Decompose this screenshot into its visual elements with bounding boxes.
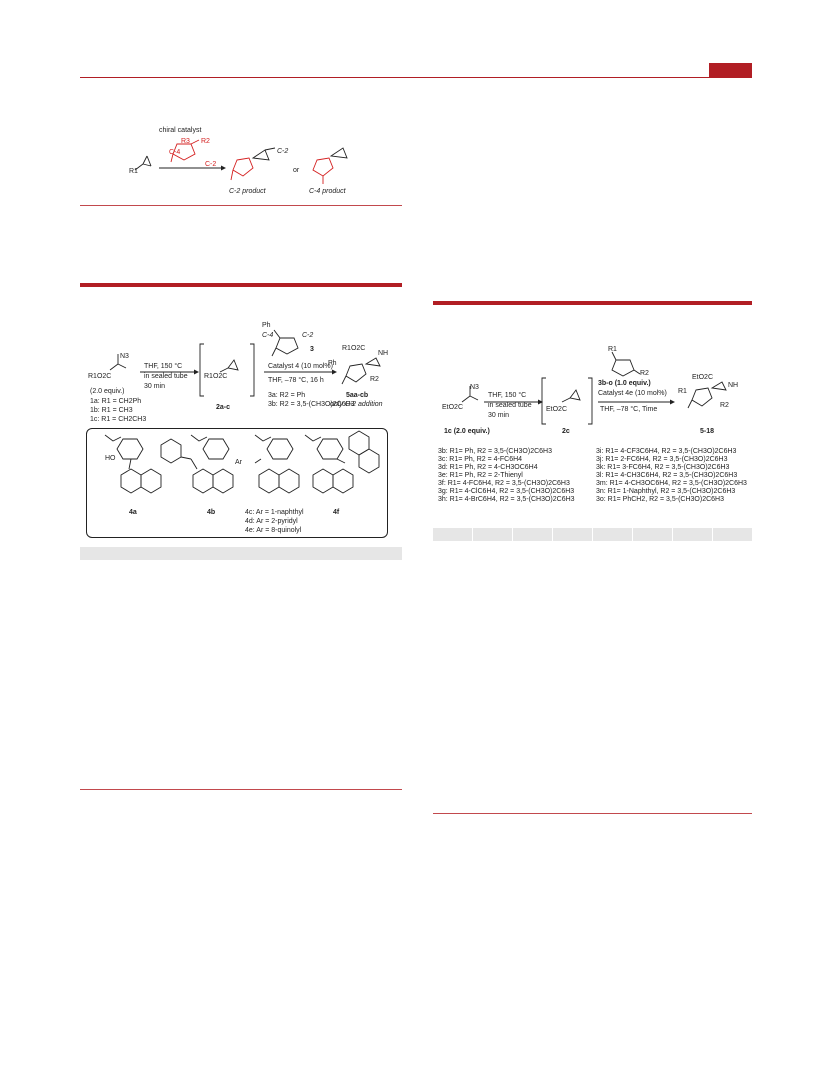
c2-label-product: C-2 [277,148,289,155]
substrate-entry: 3k: R1= 3-FC6H4, R2 = 3,5-(CH3O)2C6H3 [596,464,730,471]
intermediate-label: 2a-c [216,404,231,411]
scheme-3: N3 EtO2C THF, 150 °C in sealed tube 30 m… [438,340,752,520]
scheme-3-drawing [461,351,727,425]
c2-product-label: C-2 product [229,188,266,195]
substrate-list-right: 3i: R1= 4-CF3C6H4, R2 = 3,5-(CH3O)2C6H3 … [596,448,747,504]
table-1-top-rule [80,283,402,287]
c2-label: C-2 [205,161,217,168]
cond-30-min-2: 30 min [488,412,510,419]
reagent-ethyl-ester: EtO2C [442,404,464,411]
substrate-entry: 3j: R1= 2-FC6H4, R2 = 3,5-(CH3O)2C6H3 [596,456,728,463]
oxazolone-r2: R2 [640,370,649,377]
catalysts-drawing [104,430,380,494]
catalysts-box: HO Ar 4a 4b 4c: Ar = 1-naphthyl 4d: Ar =… [86,428,388,538]
substrate-1a: 1a: R1 = CH2Ph [90,398,142,405]
table-1-header [80,547,402,560]
table-2-top-rule [433,301,752,305]
cond-sealed-tube: in sealed tube [144,373,188,380]
oxazolone-range: 3b-o (1.0 equiv.) [598,380,651,387]
equiv-label-2: 1c (2.0 equiv.) [444,428,490,435]
equiv-label: (2.0 equiv.) [90,388,125,395]
substrate-entry: 3f: R1= 4-FC6H4, R2 = 3,5-(CH3O)2C6H3 [438,480,570,487]
substrate-1b: 1b: R1 = CH3 [90,407,133,414]
substrate-entry: 3b: R1= Ph, R2 = 3,5-(CH3O)2C6H3 [438,448,552,455]
catalyst-4e-condition: Catalyst 4e (10 mol%) [598,390,667,397]
scheme-2: N3 R1O2C THF, 150 °C in sealed tube 30 m… [84,318,402,430]
substrate-entry: 3h: R1= 4-BrC6H4, R2 = 3,5-(CH3O)2C6H3 [438,496,575,503]
intermediate-ester: R1O2C [204,373,228,380]
oxazolone-ph: Ph [262,322,271,329]
r3-label: R3 [181,138,190,145]
catalyst-4c: 4c: Ar = 1-naphthyl [245,509,304,516]
substrate-entry: 3c: R1= Ph, R2 = 4-FC6H4 [438,456,523,463]
catalyst-4e: 4e: Ar = 8-quinolyl [245,527,302,534]
c4-label: C-4 [169,149,181,156]
catalyst-4d: 4d: Ar = 2-pyridyl [245,518,298,525]
product-r2: R2 [370,376,379,383]
table-1-bottom-rule [80,789,402,790]
product-ester: R1O2C [342,345,366,352]
cond-thf-150: THF, 150 °C [144,363,183,370]
product-label-2: 5-18 [700,428,715,435]
product-note: only C-2 addition [330,401,383,408]
product-ph: Ph [328,360,337,367]
cond-thf-150-2: THF, 150 °C [488,392,527,399]
scheme-2-drawing [109,329,381,397]
ar-label: Ar [235,459,242,466]
chiral-catalyst-label: chiral catalyst [159,127,202,134]
catalyst-4f: 4f [333,509,340,516]
cond-30-min: 30 min [144,383,166,390]
temperature-time: THF, –78 °C, Time [600,406,658,413]
reagent-ester: R1O2C [88,373,112,380]
table-2-header [433,528,752,541]
r1-label: R1 [129,168,138,175]
ho-label: HO [105,455,116,462]
temperature-condition: THF, –78 °C, 16 h [268,377,324,384]
oxazolone-number: 3 [310,346,314,353]
product-label: 5aa-cb [346,392,369,399]
cond-sealed-tube-2: in sealed tube [488,402,532,409]
catalyst-condition: Catalyst 4 (10 mol%) [268,363,333,370]
oxazolone-r1: R1 [608,346,617,353]
product-nh-2: NH [728,382,739,389]
product-ethyl-ester: EtO2C [692,374,714,381]
oxazolone-3a: 3a: R2 = Ph [268,392,306,399]
n3-label-2: N3 [470,384,479,391]
substrate-list-left: 3b: R1= Ph, R2 = 3,5-(CH3O)2C6H3 3c: R1=… [438,448,575,504]
oxazolone-c4: C-4 [262,332,274,339]
scheme-1-drawing [134,139,348,184]
or-label: or [293,167,300,174]
intermediate-label-2: 2c [562,428,570,435]
n3-label: N3 [120,353,129,360]
product-r2-2: R2 [720,402,729,409]
substrate-1c: 1c: R1 = CH2CH3 [90,416,147,423]
c4-product-label: C-4 product [309,188,346,195]
substrate-entry: 3l: R1= 4-CH3C6H4, R2 = 3,5-(CH3O)2C6H3 [596,472,738,479]
intermediate-ethyl-ester: EtO2C [546,406,568,413]
catalyst-4b: 4b [207,509,216,516]
scheme-1-rule [80,205,402,206]
substrate-entry: 3n: R1= 1-Naphthyl, R2 = 3,5-(CH3O)2C6H3 [596,488,736,495]
scheme-1: chiral catalyst [125,120,365,200]
substrate-entry: 3o: R1= PhCH2, R2 = 3,5-(CH3O)2C6H3 [596,496,724,503]
r2-label: R2 [201,138,210,145]
header-rule [80,77,752,78]
substrate-entry: 3g: R1= 4-ClC6H4, R2 = 3,5-(CH3O)2C6H3 [438,488,575,495]
oxazolone-3b: 3b: R2 = 3,5-(CH3O)2C6H3 [268,401,355,408]
substrate-entry: 3e: R1= Ph, R2 = 2-Thienyl [438,472,523,479]
substrate-entry: 3m: R1= 4-CH3OC6H4, R2 = 3,5-(CH3O)2C6H3 [596,480,747,487]
page-number-tab [709,63,752,77]
catalyst-4a: 4a [129,509,137,516]
substrate-entry: 3i: R1= 4-CF3C6H4, R2 = 3,5-(CH3O)2C6H3 [596,448,737,455]
oxazolone-c2: C-2 [302,332,314,339]
table-2-bottom-rule [433,813,752,814]
product-nh: NH [378,350,389,357]
substrate-entry: 3d: R1= Ph, R2 = 4-CH3OC6H4 [438,464,538,471]
product-r1: R1 [678,388,687,395]
